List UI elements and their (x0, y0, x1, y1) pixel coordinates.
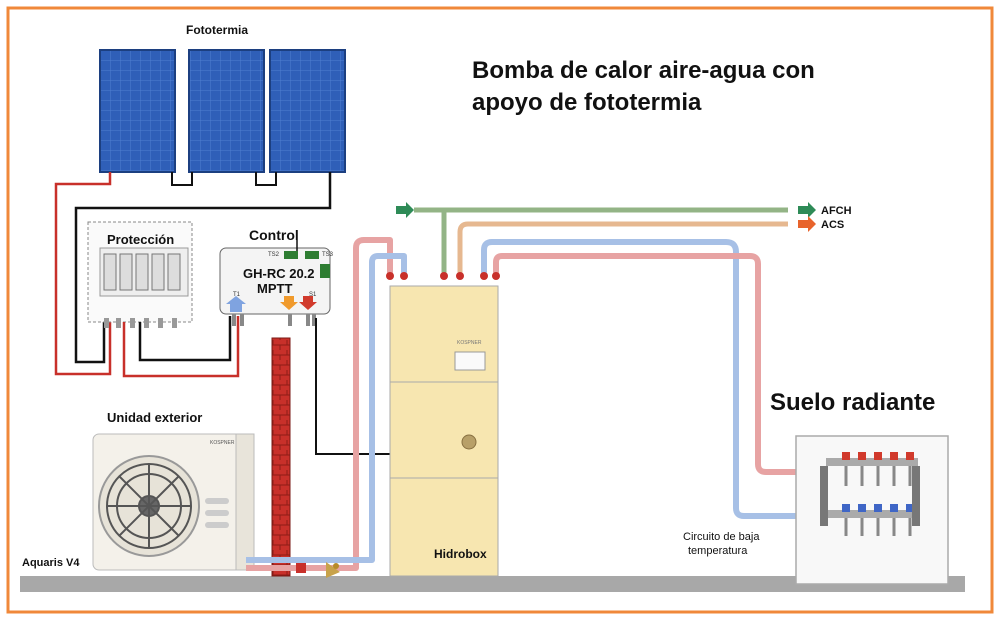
outdoor-pipe-hot (246, 237, 393, 571)
floor-pipe-hot (493, 253, 800, 475)
label-unidad-exterior: Unidad exterior (107, 410, 202, 425)
controller-box (219, 247, 331, 315)
title-line2: apoyo de fototermia (472, 89, 702, 116)
ground-slab (20, 576, 965, 592)
solar-wire-black (74, 172, 332, 364)
solar-panels (99, 49, 346, 173)
controller-mptt: MPTT (257, 281, 292, 296)
label-acs: ACS (821, 219, 844, 231)
s1-label: S1 (309, 292, 317, 298)
wire-prot-ctrl-red (122, 316, 240, 378)
arrow-right-icon (798, 216, 816, 232)
label-aquaris: Aquaris V4 (22, 557, 80, 569)
arrow-right-icon (798, 202, 816, 218)
solar-panel-icon (269, 49, 346, 173)
proteccion-terminals (104, 318, 177, 328)
outdoor-pipe-cold (246, 253, 407, 563)
arrow-down-icon (280, 296, 298, 310)
pipe-acs (457, 221, 788, 276)
arrow-right-icon (396, 202, 414, 218)
outdoor-brand: KOSPNER (210, 440, 235, 446)
solar-wire-red (54, 172, 112, 376)
label-control: Control (249, 227, 299, 243)
title-line1: Bomba de calor aire-agua con (472, 57, 815, 84)
outer-frame (6, 6, 994, 614)
ts2-label: TS2 (268, 252, 280, 258)
label-suelo-radiante: Suelo radiante (770, 389, 935, 416)
arrow-up-icon (226, 296, 246, 312)
t1-label: T1 (233, 292, 241, 298)
label-hidrobox: Hidrobox (434, 547, 487, 561)
chimney (271, 337, 291, 577)
sensor-wire (315, 318, 392, 455)
valve-icon (296, 562, 340, 578)
solar-panel-icon (99, 49, 176, 173)
label-afch: AFCH (821, 205, 852, 217)
manifold-box (795, 435, 949, 585)
outdoor-unit: KOSPNER (92, 433, 255, 571)
breaker-row (103, 253, 181, 291)
ts2-connector (284, 251, 298, 259)
hidrobox-valves (386, 272, 500, 280)
panel-jumper (255, 172, 277, 186)
fan-icon (106, 463, 192, 549)
controller-model: GH-RC 20.2 (243, 266, 315, 281)
side-connector (320, 264, 330, 278)
tank-brand: KOSPNER (457, 340, 482, 346)
wire-prot-ctrl-black (138, 316, 232, 362)
label-circuito-2: temperatura (688, 545, 748, 557)
label-fototermia: Fototermia (186, 23, 248, 37)
ts3-label: TS3 (322, 252, 334, 258)
arrow-down-icon (299, 296, 317, 310)
solar-panel-icon (188, 49, 265, 173)
panel-jumper (171, 172, 193, 186)
controller-terminals (232, 314, 316, 326)
label-proteccion: Protección (107, 232, 174, 247)
floor-pipe-cold (481, 239, 800, 519)
hidrobox: KOSPNER (389, 285, 499, 577)
label-circuito-1: Circuito de baja (683, 531, 760, 543)
ts3-connector (305, 251, 319, 259)
